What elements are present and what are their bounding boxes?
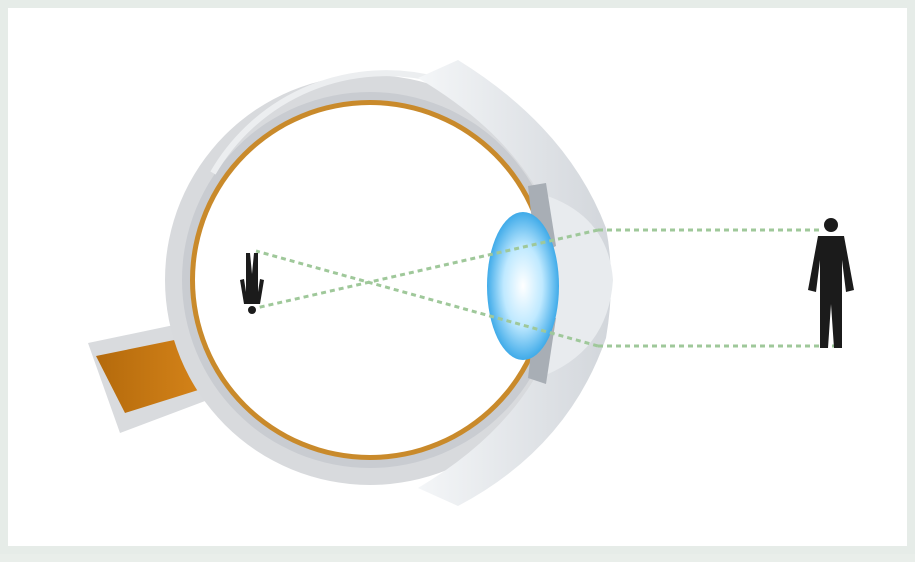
person-icon [808, 218, 854, 348]
lens [487, 212, 559, 360]
eye-diagram [8, 8, 915, 562]
